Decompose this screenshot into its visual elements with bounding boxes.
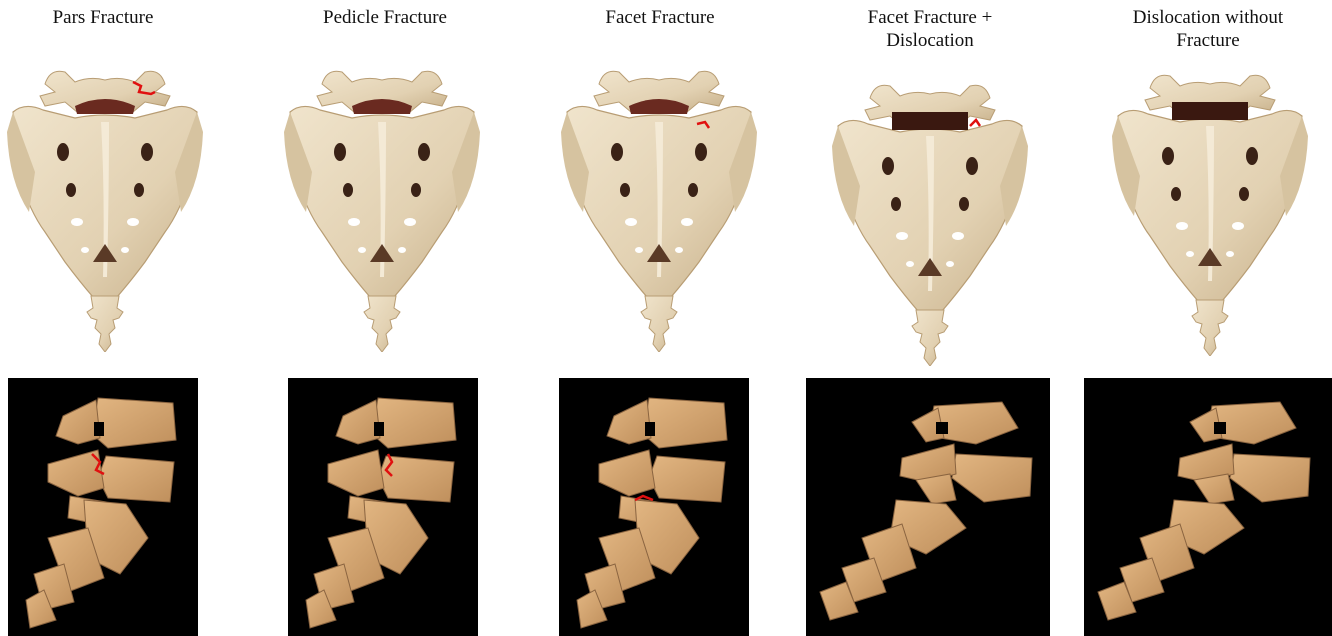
- lateral-spine-illustration: [1084, 378, 1332, 636]
- sacrum-posterior-illustration: [800, 76, 1060, 366]
- panel-title: Dislocation without Fracture: [1084, 6, 1332, 52]
- panel-title: Facet Fracture: [545, 6, 775, 29]
- sacrum-posterior-illustration: [1084, 66, 1332, 356]
- panel-pedicle-fracture: Pedicle Fracture: [270, 0, 500, 636]
- panel-pars-fracture: Pars Fracture: [0, 0, 230, 636]
- panel-title: Pars Fracture: [0, 6, 218, 29]
- lateral-spine-illustration: [288, 378, 478, 636]
- lateral-spine-illustration: [8, 378, 198, 636]
- panel-facet-fracture-dislocation: Facet Fracture + Dislocation: [800, 0, 1060, 636]
- lateral-spine-illustration: [559, 378, 749, 636]
- lateral-spine-illustration: [806, 378, 1050, 636]
- panel-dislocation-without-fracture: Dislocation without Fracture: [1084, 0, 1332, 636]
- sacrum-posterior-illustration: [545, 62, 775, 352]
- panel-facet-fracture: Facet Fracture: [545, 0, 775, 636]
- panel-title: Pedicle Fracture: [270, 6, 500, 29]
- panel-title: Facet Fracture + Dislocation: [800, 6, 1060, 52]
- fracture-line: [970, 120, 980, 126]
- sacrum-posterior-illustration: [0, 62, 230, 352]
- sacrum-posterior-illustration: [270, 62, 500, 352]
